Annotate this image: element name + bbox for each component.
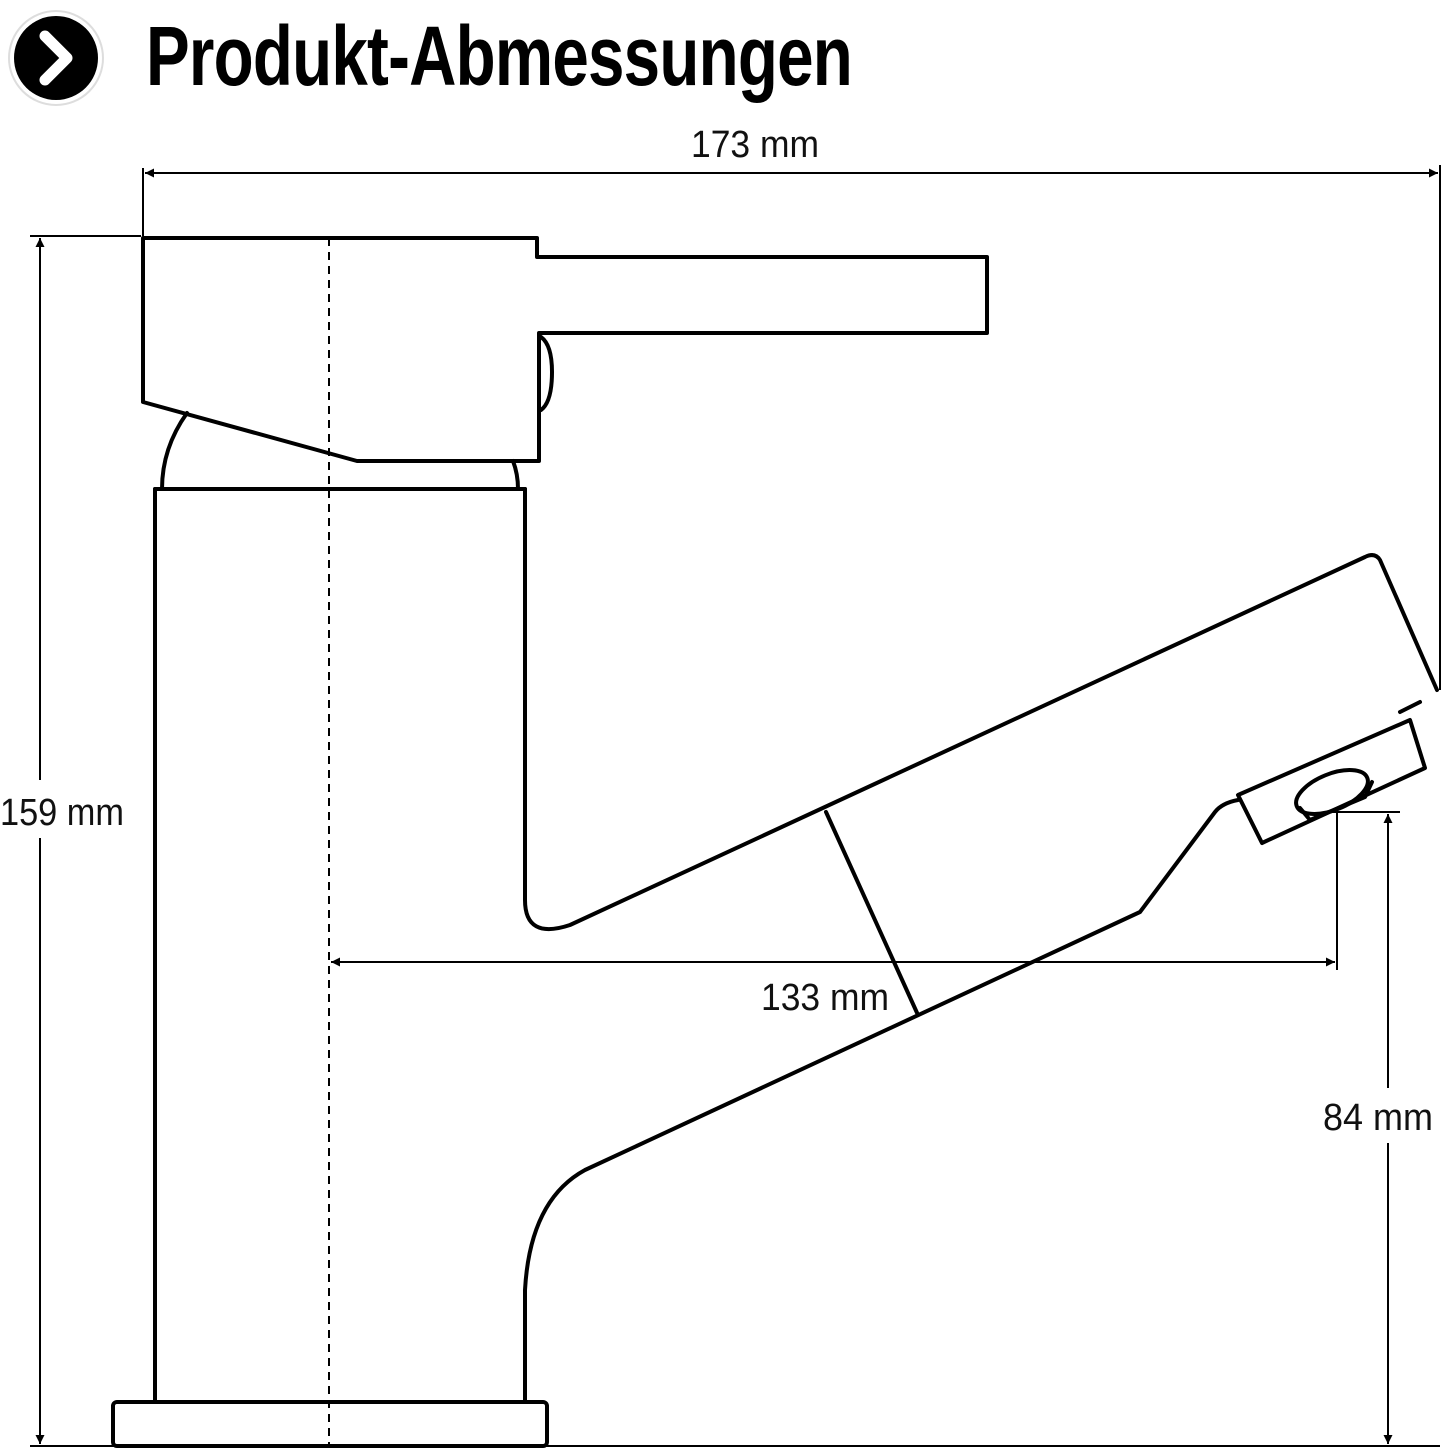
faucet-spout-upper	[523, 487, 1439, 931]
chevron-right-circle-icon	[8, 10, 104, 106]
header: Produkt-Abmessungen	[0, 0, 1445, 110]
spout-joint-line	[824, 810, 920, 1017]
faucet-spout-lower	[523, 798, 1240, 1404]
faucet-base-plate	[111, 1400, 549, 1448]
dim-label-total-width: 173 mm	[691, 124, 819, 166]
faucet-neck-right	[511, 459, 520, 491]
aerator-outlet-rim	[1298, 780, 1374, 822]
faucet-neck-left	[160, 411, 189, 491]
dim-label-spout-reach: 133 mm	[761, 977, 889, 1019]
dimension-lines	[30, 165, 1441, 1447]
dim-label-total-height: 159 mm	[0, 792, 124, 834]
dim-label-spout-height: 84 mm	[1323, 1097, 1433, 1139]
aerator-housing	[1236, 718, 1427, 845]
lever-pin	[539, 335, 554, 412]
aerator-lip	[1398, 700, 1422, 714]
faucet-outline	[111, 236, 1439, 1448]
lever-head	[141, 236, 989, 463]
page-title: Produkt-Abmessungen	[146, 9, 853, 103]
